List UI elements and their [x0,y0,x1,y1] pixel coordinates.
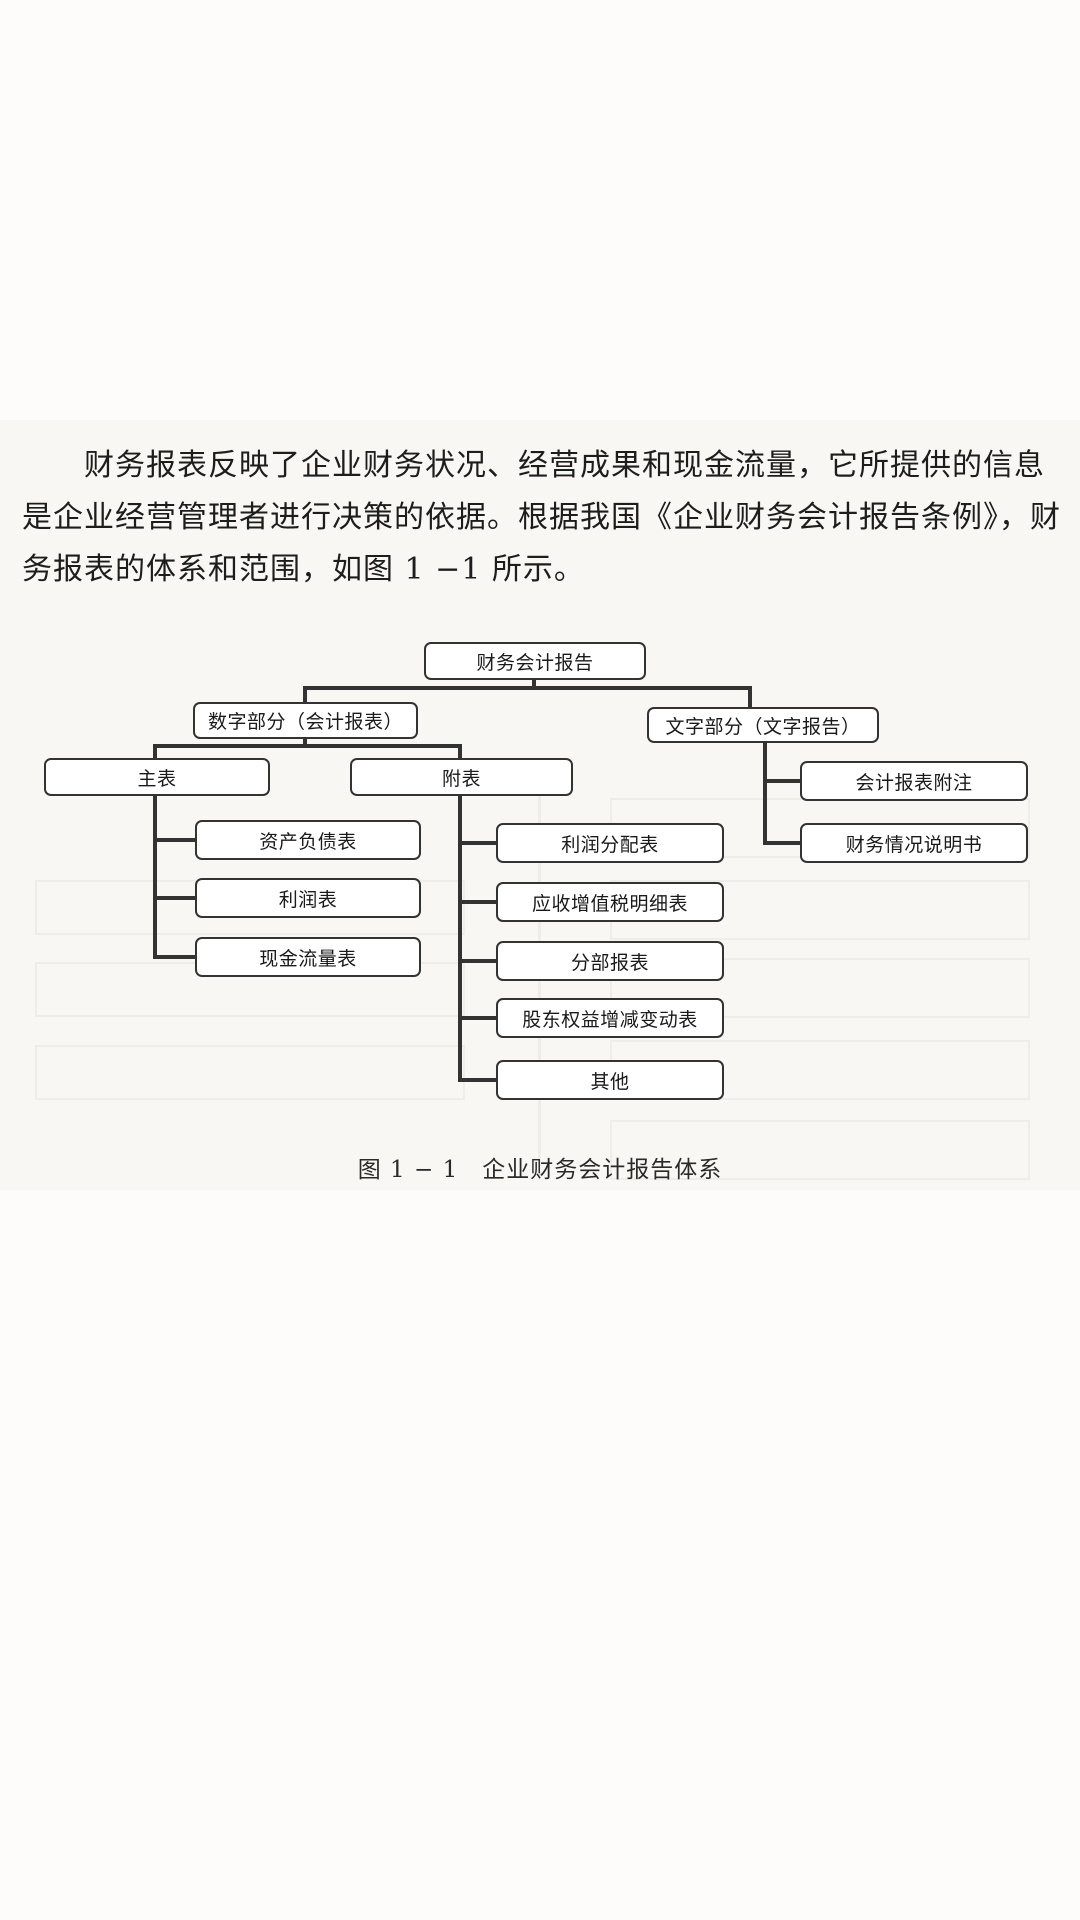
node-financial-report: 财务会计报告 [424,642,646,680]
node-income-statement: 利润表 [195,878,421,918]
node-vat-detail: 应收增值税明细表 [496,882,724,922]
node-cash-flow-statement: 现金流量表 [195,937,421,977]
body-paragraph: 财务报表反映了企业财务状况、经营成果和现金流量，它所提供的信息是企业经营管理者进… [22,448,1061,587]
bleed-through-box [610,1120,1030,1180]
figure-caption: 图 1 − 1 企业财务会计报告体系 [357,1157,723,1183]
node-equity-change: 股东权益增减变动表 [496,998,724,1038]
node-main-tables: 主表 [44,758,270,796]
node-financial-explanation: 财务情况说明书 [800,823,1028,863]
node-notes: 会计报表附注 [800,761,1028,801]
bleed-through-box [610,958,1030,1018]
node-profit-distribution: 利润分配表 [496,823,724,863]
node-balance-sheet: 资产负债表 [195,820,421,860]
node-appendix-tables: 附表 [350,758,573,796]
bleed-through-box [35,1045,465,1100]
node-text-part: 文字部分（文字报告） [647,707,879,743]
node-numeric-part: 数字部分（会计报表） [193,702,418,739]
node-other: 其他 [496,1060,724,1100]
node-segment-report: 分部报表 [496,941,724,981]
